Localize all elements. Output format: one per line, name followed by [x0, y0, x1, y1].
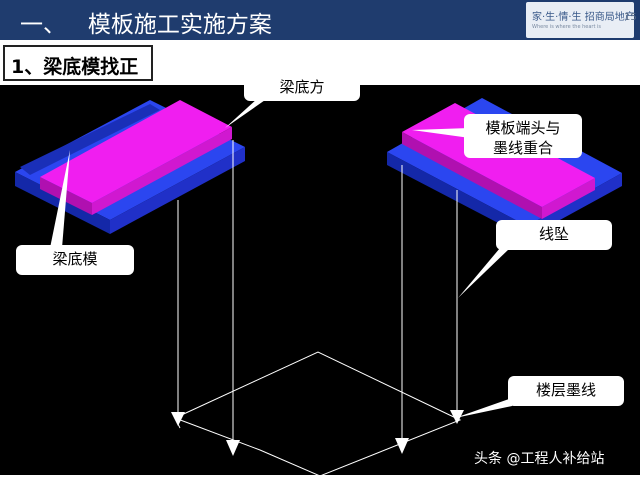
section-heading: 1、梁底模找正 [3, 45, 153, 81]
floor-ink-line [174, 351, 462, 477]
callout-form-end: 模板端头与 墨线重合 [464, 114, 582, 158]
callout-floor-ink-line: 楼层墨线 [508, 376, 624, 406]
label-form-end-line2: 墨线重合 [492, 139, 553, 157]
logo-subtitle: Where is where the heart is [532, 24, 602, 30]
section-label: 1、梁底模找正 [11, 56, 139, 78]
page-number: 15 [624, 12, 637, 23]
label-floor-ink-line: 楼层墨线 [535, 381, 596, 399]
label-plumb-bob: 线坠 [538, 225, 569, 243]
callout-pointers [50, 98, 512, 418]
label-form-end-line1: 模板端头与 [485, 119, 561, 137]
company-logo: 家·生·情·生 招商局地产 Where is where the heart i… [526, 2, 637, 38]
header-bar: 一、 模板施工实施方案 家·生·情·生 招商局地产 Where is where… [0, 0, 640, 40]
plumb-lines [177, 140, 458, 440]
callout-plumb-bob: 线坠 [496, 220, 612, 250]
label-beam-bottom-block: 梁底方 [279, 78, 325, 96]
bottom-strip [0, 475, 640, 482]
page-title: 一、 模板施工实施方案 [20, 12, 272, 38]
label-beam-bottom-form: 梁底模 [52, 250, 98, 268]
plumb-bob-icons [171, 410, 464, 456]
callout-beam-bottom-block: 梁底方 [244, 73, 360, 101]
logo-text: 家·生·情·生 招商局地产 [532, 12, 635, 23]
callout-beam-bottom-form: 梁底模 [16, 245, 134, 275]
watermark: 头条 @工程人补给站 [474, 451, 605, 467]
